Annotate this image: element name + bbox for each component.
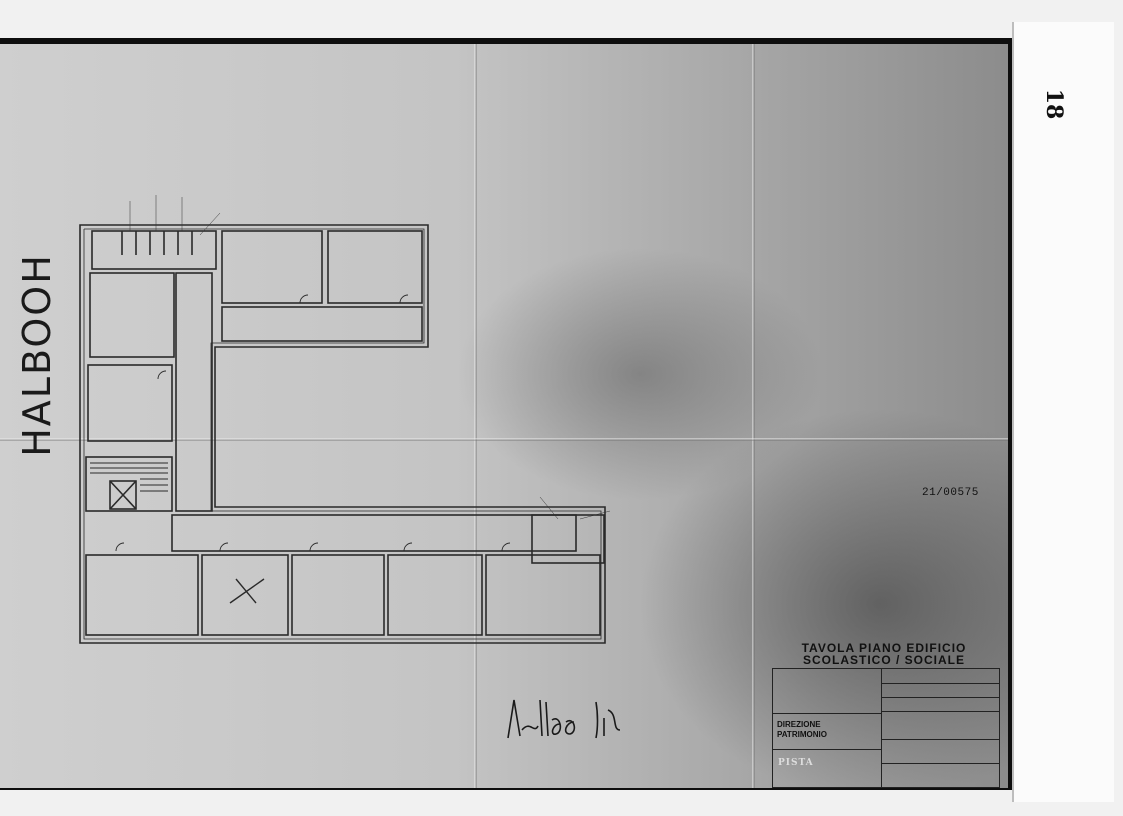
room-lower-5: [485, 554, 601, 636]
title-line-2: SCOLASTICO / SOCIALE: [802, 653, 965, 667]
room-lower-2: [201, 554, 289, 636]
company-logo: PISTA: [778, 758, 814, 768]
door-swing: [219, 542, 229, 552]
door-swing: [309, 542, 319, 552]
door-swing: [399, 294, 409, 304]
cross-out-mark: [229, 578, 265, 604]
cross-out-mark: [235, 578, 257, 604]
elevator-cross: [109, 480, 137, 510]
handwritten-note: HALBOOH: [15, 253, 59, 457]
room-lower-3: [291, 554, 385, 636]
handwritten-page-number: 18: [1041, 88, 1067, 120]
patrimonio-label: PATRIMONIO: [777, 730, 827, 739]
direzione-label: DIREZIONE: [777, 720, 821, 729]
floor-plan-drawing: [79, 195, 611, 644]
exterior-wall: [83, 228, 602, 640]
room-left-2: [87, 364, 173, 442]
fold-line: [474, 44, 477, 788]
page-margin: [1012, 22, 1114, 802]
door-swing: [403, 542, 413, 552]
title-block-table: DIREZIONE PATRIMONIO: [772, 668, 1000, 788]
door-swing: [115, 542, 125, 552]
handwritten-signature: [507, 699, 621, 739]
stair-block: [85, 456, 173, 512]
floor-plan-sheet: [0, 44, 1008, 788]
exterior-wall: [79, 224, 606, 644]
archive-stamp: 21/00575: [922, 487, 979, 499]
room-upper-2: [327, 230, 423, 304]
corridor-lower: [171, 514, 577, 552]
service-block: [531, 514, 605, 564]
elevator-shaft: [109, 480, 137, 510]
room-left-1: [89, 272, 175, 358]
fold-line: [752, 44, 755, 788]
callout-leader: [199, 212, 221, 236]
title-block: TAVOLA PIANO EDIFICIO SCOLASTICO / SOCIA…: [766, 640, 1002, 790]
room-upper-1: [221, 230, 323, 304]
corridor-left: [175, 272, 213, 512]
title-line-1: TAVOLA PIANO EDIFICIO: [801, 641, 967, 655]
door-swing: [501, 542, 511, 552]
fold-line: [0, 438, 1008, 441]
callout-leader: [579, 510, 611, 520]
room-lower-4: [387, 554, 483, 636]
door-swing: [157, 370, 167, 380]
toilet-block: [91, 230, 217, 270]
door-swing: [299, 294, 309, 304]
corridor-upper: [221, 306, 423, 342]
title-block-heading: TAVOLA PIANO EDIFICIO SCOLASTICO / SOCIA…: [766, 642, 1002, 666]
callout-leader: [539, 496, 559, 520]
room-lower-1: [85, 554, 199, 636]
